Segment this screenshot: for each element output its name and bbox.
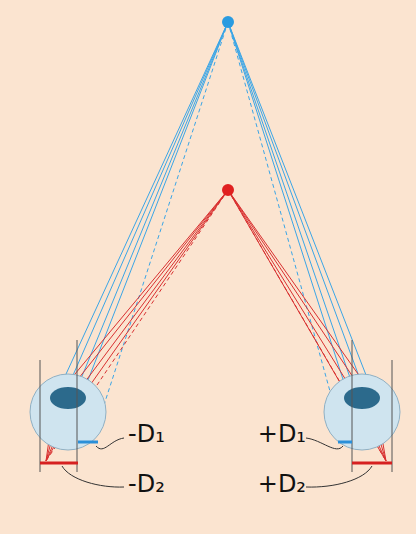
disparity-label: +D₂ [258,470,306,498]
right-eyeball [324,374,400,450]
right-lens [344,387,380,409]
blue-disparity-mark [338,441,352,444]
light-ray [228,22,367,398]
disparity-label: -D₁ [128,420,165,448]
light-ray [63,190,228,398]
light-ray [81,190,228,398]
light-ray [73,22,228,398]
disparity-label: +D₁ [258,420,306,448]
axis-line [392,360,393,472]
light-ray [63,22,228,398]
red-disparity-mark [40,462,78,465]
leader-line [306,466,372,487]
left-eyeball [30,374,106,450]
light-ray [55,190,228,398]
light-ray [73,190,228,398]
axis-line [352,340,353,472]
far-point [222,16,234,28]
leader-line [62,466,124,487]
leader-line [96,438,124,449]
leader-line [306,438,343,449]
light-ray [228,22,357,398]
axis-line [40,360,41,472]
light-ray [92,22,228,442]
light-ray [55,22,228,398]
light-ray [228,190,375,398]
light-ray [228,22,375,398]
light-ray [81,22,228,398]
near-point [222,184,234,196]
light-ray [228,22,344,442]
red-disparity-mark [352,462,392,465]
light-ray [228,22,349,398]
light-ray [228,190,357,398]
left-lens [50,387,86,409]
disparity-label: -D₂ [128,470,165,498]
light-ray [228,190,367,398]
axis-line [77,340,78,472]
blue-disparity-mark [78,441,98,444]
